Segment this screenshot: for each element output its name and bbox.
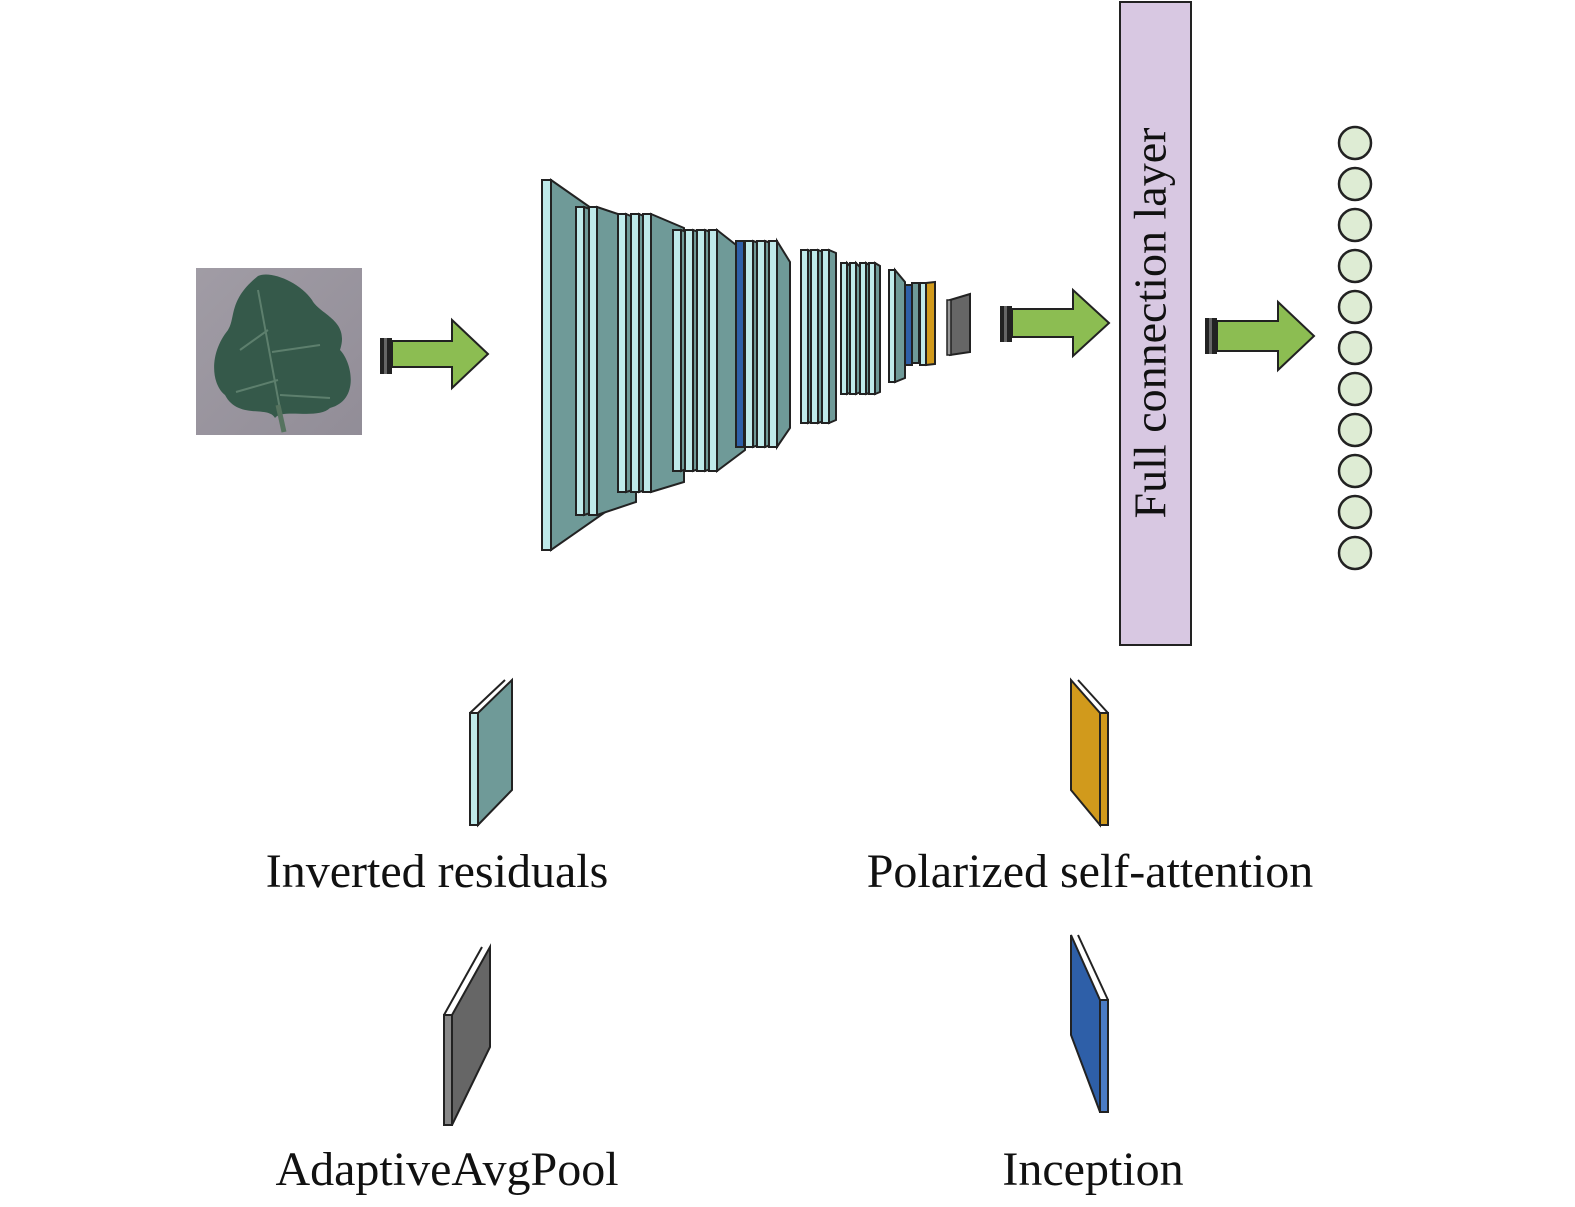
backbone [541, 178, 971, 552]
backbone-block [800, 248, 837, 425]
legend-inception-label: Inception [1002, 1143, 1183, 1196]
arrow-1 [380, 317, 490, 391]
fc-layer: Full connection layer [1119, 1, 1192, 646]
backbone-block [888, 267, 936, 384]
avgpool-layer [946, 292, 971, 357]
legend-inverted-residuals-label: Inverted residuals [266, 845, 609, 898]
legend-inception: Inception [1002, 934, 1184, 1196]
output-node [1337, 289, 1373, 325]
leaf-icon [214, 274, 351, 418]
attention-layer [925, 280, 936, 367]
output-node [1337, 207, 1373, 243]
arrow-2 [1000, 287, 1111, 359]
input-leaf-image [196, 268, 362, 435]
output-node [1337, 453, 1373, 489]
fc-layer-label: Full connection layer [1125, 128, 1176, 519]
inception-layer [904, 284, 913, 366]
output-node [1337, 125, 1373, 161]
backbone-block [735, 237, 791, 451]
arrow-3 [1205, 299, 1316, 373]
output-node [1337, 330, 1373, 366]
output-node [1337, 535, 1373, 571]
output-node [1337, 166, 1373, 202]
output-node [1337, 412, 1373, 448]
legend-inverted-residuals: Inverted residuals [266, 677, 609, 898]
legend-adaptive-avg-pool: AdaptiveAvgPool [275, 943, 619, 1196]
legend-polarized-self-attention-label: Polarized self-attention [867, 845, 1314, 898]
output-nodes [1337, 125, 1373, 571]
inception-layer [735, 240, 745, 448]
output-node [1337, 494, 1373, 530]
backbone-block [840, 260, 881, 396]
output-node [1337, 371, 1373, 407]
legend-polarized-self-attention: Polarized self-attention [867, 677, 1314, 898]
output-node [1337, 248, 1373, 284]
legend-adaptive-avg-pool-label: AdaptiveAvgPool [275, 1143, 618, 1196]
backbone-block [672, 227, 746, 473]
